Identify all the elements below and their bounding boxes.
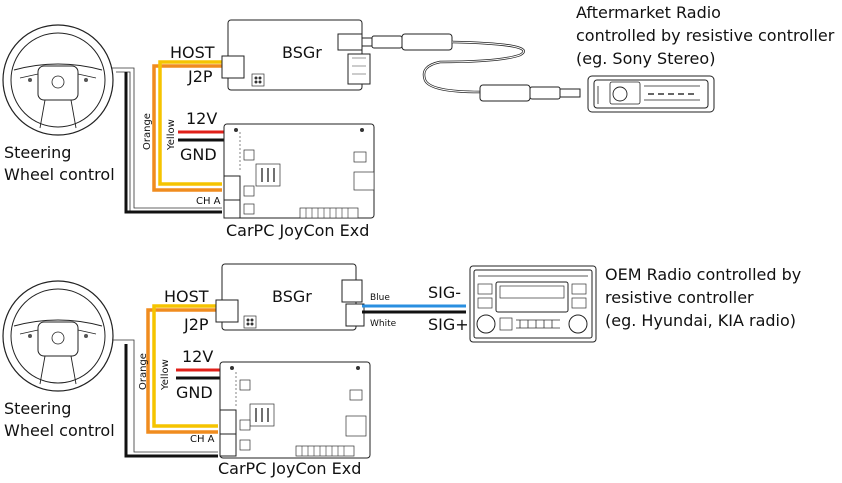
steering-wheel-icon — [2, 24, 114, 136]
yellow-label: Yellow — [160, 359, 171, 391]
host-label-1: HOST — [170, 43, 215, 62]
diagram-top: Steering Wheel control Orange Yellow BSG… — [2, 3, 835, 240]
joycon-label-2: CarPC JoyCon Exd — [218, 459, 361, 478]
yellow-label: Yellow — [166, 119, 177, 151]
v12-label-1: 12V — [186, 109, 217, 128]
cha-label-2: CH A — [190, 434, 215, 445]
host-label-2: HOST — [164, 287, 209, 306]
steering-label-1: Steering — [4, 399, 71, 418]
joycon-board — [219, 361, 371, 459]
orange-label: Orange — [138, 353, 149, 390]
j2p-label-1: J2P — [187, 67, 213, 86]
j2p-label-2: J2P — [183, 315, 209, 334]
bsgr-module — [221, 19, 371, 91]
wire-yellow — [152, 304, 218, 428]
bsgr-label-1: BSGr — [282, 43, 322, 62]
v12-label-2: 12V — [182, 347, 213, 366]
bsgr-module — [215, 263, 365, 331]
sigminus-label: SIG- — [428, 283, 461, 302]
joycon-board — [223, 123, 375, 219]
blue-label: Blue — [370, 293, 390, 303]
white-label: White — [370, 319, 397, 329]
steering-wheel-icon — [2, 280, 114, 392]
aftermarket-radio-icon — [587, 75, 715, 113]
wire-orange — [152, 64, 222, 192]
radio1-line3: (eg. Sony Stereo) — [576, 49, 715, 68]
diagram-bottom: Steering Wheel control Orange Yellow BSG… — [2, 263, 801, 478]
radio2-line3: (eg. Hyundai, KIA radio) — [605, 311, 796, 330]
wire-black — [124, 344, 218, 458]
orange-label: Orange — [142, 113, 153, 150]
wire-black — [124, 72, 222, 214]
steering-label-1: Steering — [4, 143, 71, 162]
bsgr-label-2: BSGr — [272, 287, 312, 306]
steering-label-2: Wheel control — [4, 165, 115, 184]
audio-cable — [361, 33, 581, 102]
radio1-line1: Aftermarket Radio — [576, 3, 721, 22]
joycon-label-1: CarPC JoyCon Exd — [226, 221, 369, 240]
steering-label-2: Wheel control — [4, 421, 115, 440]
radio2-line2: resistive controller — [605, 288, 754, 307]
gnd-label-1: GND — [180, 145, 217, 164]
cha-label-1: CH A — [196, 196, 221, 207]
radio1-line2: controlled by resistive controller — [576, 26, 835, 45]
oem-radio-icon — [469, 265, 597, 343]
gnd-label-2: GND — [176, 383, 213, 402]
sigplus-label: SIG+ — [428, 315, 469, 334]
radio2-line1: OEM Radio controlled by — [605, 265, 801, 284]
wire-orange — [146, 308, 218, 434]
wire-yellow — [158, 60, 222, 186]
